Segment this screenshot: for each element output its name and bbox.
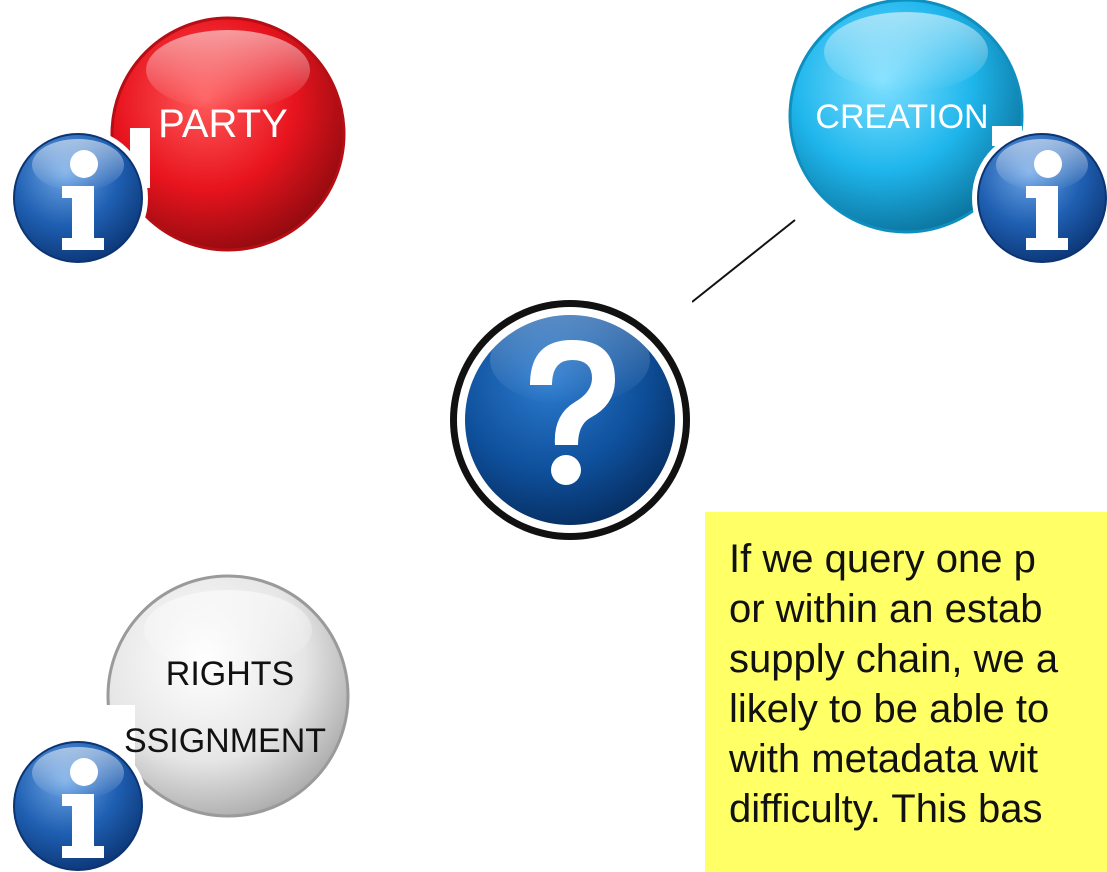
info-icon[interactable] bbox=[8, 736, 148, 872]
callout-note: If we query one p or within an estab sup… bbox=[705, 512, 1107, 872]
creation-label: CREATION bbox=[815, 98, 989, 136]
info-icon[interactable] bbox=[972, 128, 1107, 268]
note-line: If we query one p bbox=[729, 537, 1036, 581]
note-line: or within an estab bbox=[729, 587, 1043, 631]
rights-assignment-label-line2: SSIGNMENT bbox=[123, 722, 327, 760]
party-label: PARTY bbox=[158, 102, 288, 146]
rights-assignment-node[interactable] bbox=[106, 574, 350, 818]
note-line: supply chain, we a bbox=[729, 637, 1059, 681]
info-icon[interactable] bbox=[8, 128, 148, 268]
question-icon[interactable] bbox=[448, 298, 692, 544]
party-node[interactable] bbox=[110, 16, 346, 252]
connector-line bbox=[691, 219, 796, 303]
creation-node[interactable] bbox=[788, 0, 1024, 234]
rights-assignment-label-line1: RIGHTS bbox=[165, 655, 295, 693]
note-line: difficulty. This bas bbox=[729, 787, 1043, 831]
note-line: likely to be able to bbox=[729, 687, 1050, 731]
note-line: with metadata wit bbox=[729, 737, 1039, 781]
